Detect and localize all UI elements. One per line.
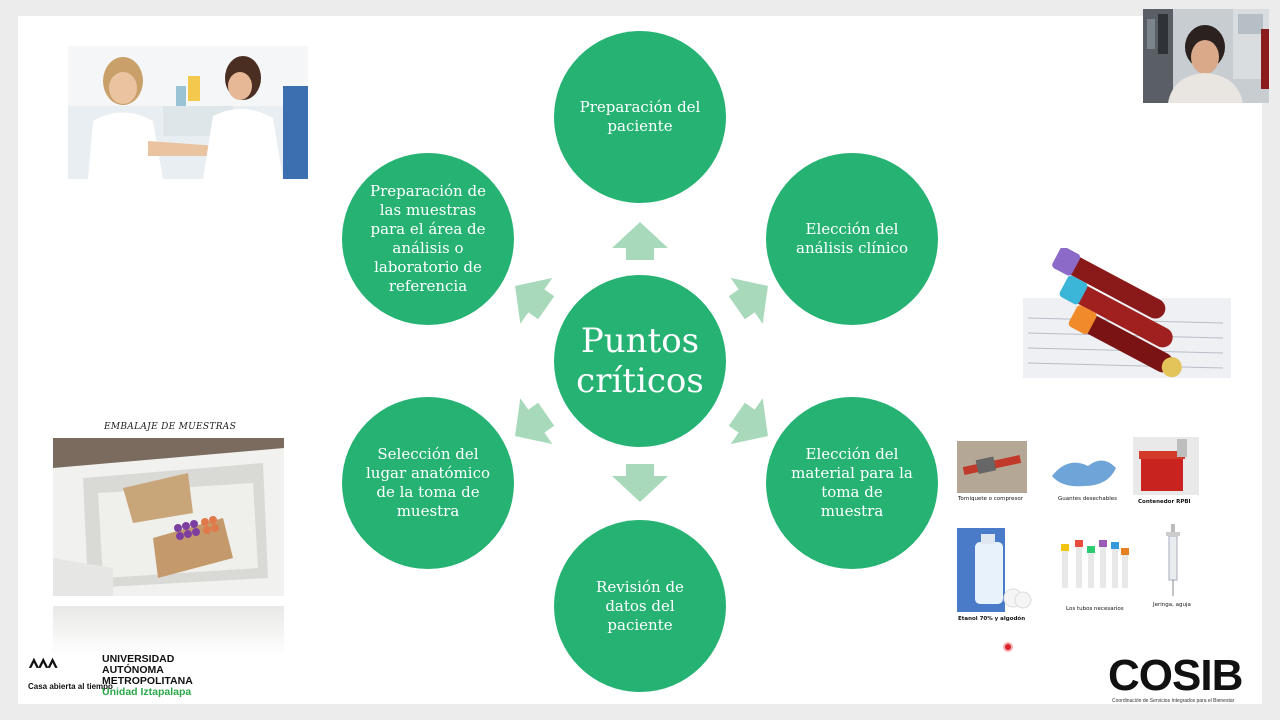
syringe-image	[1160, 524, 1186, 598]
uam-line-2: AUTÓNOMA	[102, 664, 164, 676]
supply-label-syringe: Jeringa, aguja	[1153, 602, 1191, 608]
laser-pointer-icon	[1003, 642, 1013, 652]
rpbi-container-image	[1133, 437, 1199, 495]
arrow-up-left	[515, 277, 555, 324]
arrow-down	[612, 464, 668, 502]
uam-name: UNIVERSIDAD AUTÓNOMA METROPOLITANA Unida…	[102, 654, 193, 698]
sample-packaging-photo	[53, 438, 284, 596]
tubes-image	[1058, 538, 1130, 594]
supply-label-rpbi: Contenedor RPBI	[1138, 499, 1191, 505]
uam-tagline: Casa abierta al tiempo	[28, 682, 113, 691]
uam-unit: Unidad Iztapalapa	[102, 686, 192, 698]
center-node-puntos-criticos: Puntos críticos	[554, 275, 726, 447]
uam-line-3: METROPOLITANA	[102, 675, 193, 687]
supply-label-gloves: Guantes desechables	[1058, 496, 1118, 502]
ethanol-image	[957, 528, 1035, 612]
tourniquet-image	[957, 441, 1027, 493]
arrow-down-left	[515, 398, 555, 445]
arrow-up-right	[728, 277, 768, 324]
packaging-caption: EMBALAJE DE MUESTRAS	[104, 422, 237, 432]
supply-label-ethanol: Etanol 70% y algodón	[958, 616, 1026, 622]
uam-logo-mark	[28, 657, 58, 668]
uam-line-1: UNIVERSIDAD	[102, 653, 175, 665]
node-preparacion-muestras: Preparación de las muestras para el área…	[342, 153, 514, 325]
node-revision-datos: Revisión de datos del paciente	[554, 520, 726, 692]
arrow-up	[612, 222, 668, 260]
blood-tubes-photo	[1023, 248, 1231, 388]
cosib-subtitle: Coordinación de Servicios Integrados par…	[1112, 698, 1235, 704]
node-eleccion-material: Elección del material para la toma de mu…	[766, 397, 938, 569]
arrow-down-right	[728, 398, 768, 445]
cosib-logo: COSIB	[1108, 651, 1243, 700]
gloves-image	[1048, 446, 1120, 492]
node-preparacion-paciente: Preparación del paciente	[554, 31, 726, 203]
supply-label-tubes: Los tubos necesarios	[1066, 606, 1124, 612]
node-seleccion-lugar: Selección del lugar anatómico de la toma…	[342, 397, 514, 569]
blood-draw-photo	[68, 46, 308, 179]
webcam-video	[1143, 9, 1269, 103]
node-eleccion-analisis: Elección del análisis clínico	[766, 153, 938, 325]
packaging-reflection	[53, 606, 284, 656]
supply-label-tourniquet: Torniquete o compresor	[958, 496, 1023, 502]
